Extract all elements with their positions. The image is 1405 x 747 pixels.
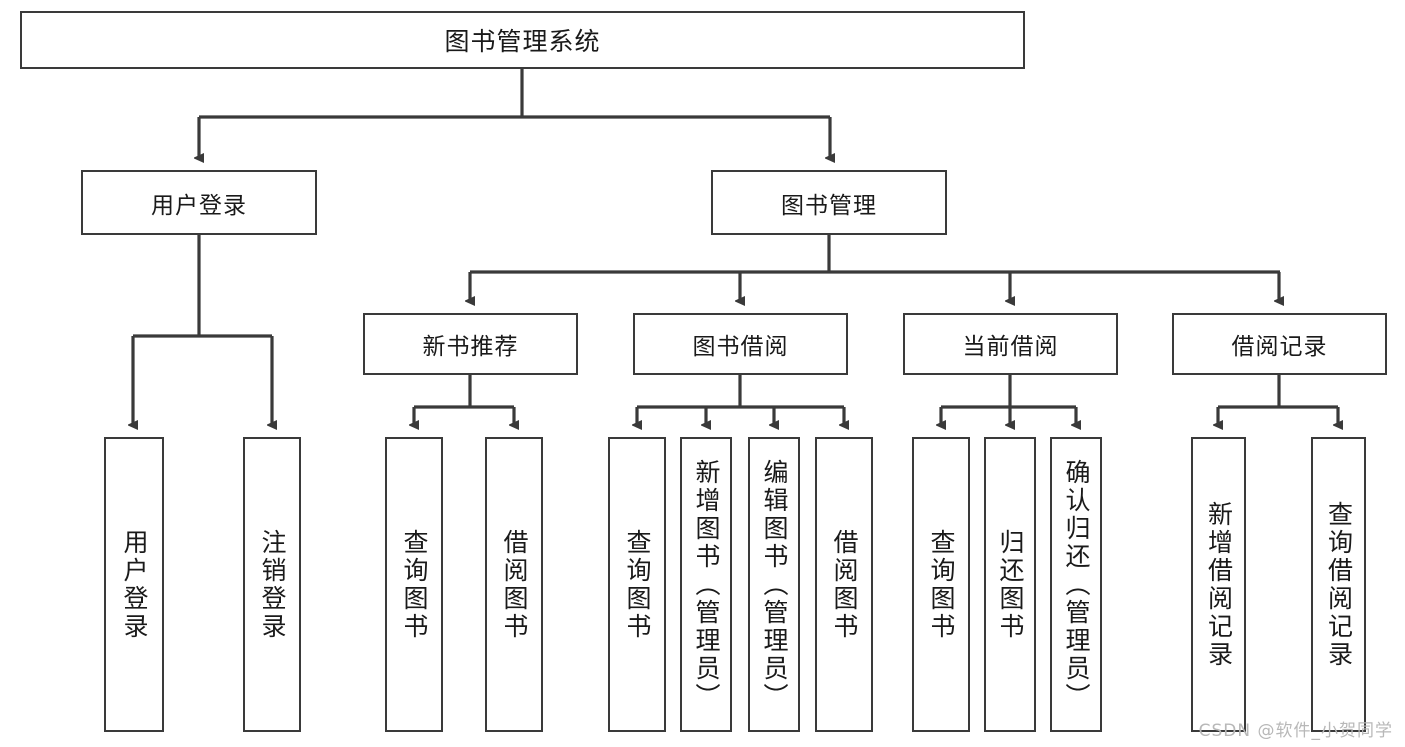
node-leaf-label: 查询图书 [400, 528, 429, 641]
node-leaf[interactable]: 归还图书 [984, 437, 1036, 732]
node-leaf-label: 编辑图书（管理员） [760, 458, 789, 711]
node-book-borrow-label: 图书借阅 [692, 334, 789, 360]
node-book-borrow[interactable]: 图书借阅 [633, 313, 848, 375]
node-borrow-record-label: 借阅记录 [1231, 334, 1328, 360]
node-leaf-label: 查询图书 [927, 528, 956, 641]
node-new-book-recommend-label: 新书推荐 [422, 334, 519, 360]
node-new-book-recommend[interactable]: 新书推荐 [363, 313, 578, 375]
node-leaf[interactable]: 查询图书 [912, 437, 970, 732]
watermark: CSDN @软件_小贺同学 [1198, 721, 1393, 741]
node-current-borrow[interactable]: 当前借阅 [903, 313, 1118, 375]
node-leaf-label: 用户登录 [120, 528, 149, 641]
node-leaf-label: 查询借阅记录 [1324, 500, 1354, 669]
node-root[interactable]: 图书管理系统 [20, 11, 1025, 69]
node-leaf[interactable]: 确认归还（管理员） [1050, 437, 1102, 732]
node-book-management-label: 图书管理 [781, 192, 877, 219]
node-leaf[interactable]: 用户登录 [104, 437, 164, 732]
node-leaf-label: 新增借阅记录 [1204, 500, 1234, 669]
node-leaf[interactable]: 借阅图书 [815, 437, 873, 732]
node-user-login-label: 用户登录 [151, 192, 247, 219]
node-leaf-label: 注销登录 [258, 528, 287, 641]
node-leaf[interactable]: 注销登录 [243, 437, 301, 732]
node-borrow-record[interactable]: 借阅记录 [1172, 313, 1387, 375]
node-leaf[interactable]: 查询图书 [608, 437, 666, 732]
node-book-management[interactable]: 图书管理 [711, 170, 947, 235]
node-leaf[interactable]: 借阅图书 [485, 437, 543, 732]
node-leaf[interactable]: 查询图书 [385, 437, 443, 732]
node-leaf-label: 归还图书 [996, 528, 1025, 641]
node-leaf[interactable]: 编辑图书（管理员） [748, 437, 800, 732]
node-user-login[interactable]: 用户登录 [81, 170, 317, 235]
node-root-label: 图书管理系统 [444, 27, 601, 56]
node-leaf-label: 借阅图书 [830, 528, 859, 641]
node-leaf-label: 借阅图书 [500, 528, 529, 641]
node-leaf[interactable]: 查询借阅记录 [1311, 437, 1366, 732]
node-leaf-label: 查询图书 [623, 528, 652, 641]
node-leaf[interactable]: 新增借阅记录 [1191, 437, 1246, 732]
node-leaf-label: 新增图书（管理员） [692, 458, 721, 711]
node-leaf-label: 确认归还（管理员） [1062, 458, 1091, 711]
node-leaf[interactable]: 新增图书（管理员） [680, 437, 732, 732]
node-current-borrow-label: 当前借阅 [962, 334, 1059, 360]
